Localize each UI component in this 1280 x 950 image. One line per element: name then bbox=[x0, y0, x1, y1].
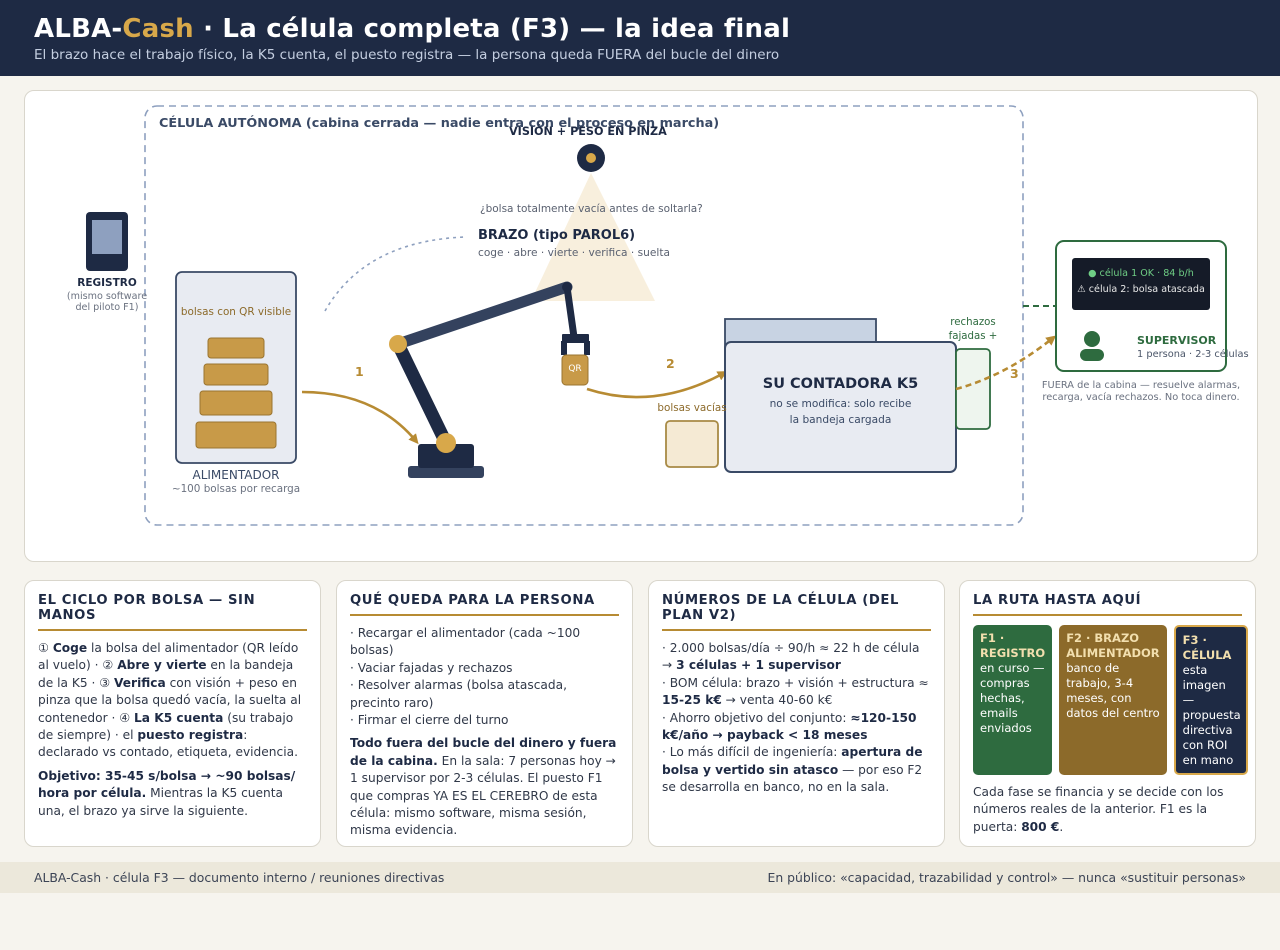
empty-bags-label: bolsas vacías bbox=[657, 402, 727, 414]
card-person-list: · Recargar el alimentador (cada ~100 bol… bbox=[350, 625, 619, 729]
cell-diagram-graphics bbox=[86, 105, 1227, 526]
footer-left: ALBA-Cash · célula F3 — documento intern… bbox=[34, 870, 445, 885]
registro-title: REGISTRO bbox=[77, 277, 137, 289]
card-person: QUÉ QUEDA PARA LA PERSONA · Recargar el … bbox=[336, 580, 633, 847]
feeder-bags-label: bolsas con QR visible bbox=[180, 306, 292, 318]
gripper-bag-label: QR bbox=[568, 364, 582, 374]
title-rest: · La célula completa (F3) — la idea fina… bbox=[193, 14, 791, 44]
card-route-note: Cada fase se financia y se decide con lo… bbox=[973, 785, 1224, 834]
card-cycle-steps: ① Coge la bolsa del alimentador (QR leíd… bbox=[38, 641, 302, 760]
arrow-step-1 bbox=[301, 390, 419, 445]
registro-note-2: del piloto F1) bbox=[75, 302, 139, 313]
screen-status-1: ● célula 1 OK · 84 b/h bbox=[1088, 268, 1194, 279]
step-3-label: 3 bbox=[1010, 366, 1019, 381]
registro-note-1: (mismo software bbox=[66, 291, 148, 302]
page-subtitle: El brazo hace el trabajo físico, la K5 c… bbox=[34, 47, 780, 63]
card-person-title: QUÉ QUEDA PARA LA PERSONA bbox=[350, 593, 619, 616]
rejects-label-2: fajadas + bbox=[948, 331, 998, 342]
list-item: · Resolver alarmas (bolsa atascada, prec… bbox=[350, 678, 567, 710]
card-cycle-objective: Objetivo: 35-45 s/bolsa → ~90 bolsas/ ho… bbox=[38, 768, 296, 818]
vision-question: ¿bolsa totalmente vacía antes de soltarl… bbox=[480, 203, 703, 215]
card-person-summary: Todo fuera del bucle del dinero y fuera … bbox=[350, 736, 617, 838]
person-icon bbox=[1080, 331, 1104, 361]
arm-steps: coge · abre · vierte · verifica · suelta bbox=[478, 247, 670, 259]
page-title: ALBA-Cash · La célula completa (F3) — la… bbox=[34, 14, 1246, 44]
tablet-icon bbox=[86, 212, 128, 271]
page-header: ALBA-Cash · La célula completa (F3) — la… bbox=[0, 0, 1280, 76]
card-route: LA RUTA HASTA AQUÍ F1 · REGISTRO en curs… bbox=[959, 580, 1256, 847]
screen-status-2: ⚠ célula 2: bolsa atascada bbox=[1077, 284, 1205, 295]
robot-arm-icon bbox=[389, 281, 590, 478]
supervisor-screen bbox=[1072, 258, 1210, 310]
list-item: · Firmar el cierre del turno bbox=[350, 713, 509, 728]
rejects-label-1: rechazos bbox=[950, 317, 996, 328]
empty-bags-bin bbox=[665, 420, 719, 468]
list-item: · Vaciar fajadas y rechazos bbox=[350, 660, 513, 675]
phase-f2: F2 · BRAZO ALIMENTADOR banco de trabajo,… bbox=[1059, 625, 1167, 775]
brand-cash: Cash bbox=[122, 14, 194, 44]
k5-note-1: no se modifica: solo recibe bbox=[769, 398, 912, 410]
brand-alba: ALBA- bbox=[34, 14, 123, 44]
vision-cone bbox=[531, 173, 655, 301]
registro-connector bbox=[324, 236, 466, 312]
supervisor-title: SUPERVISOR bbox=[1137, 334, 1217, 347]
supervisor-note: 1 persona · 2-3 células bbox=[1137, 349, 1249, 360]
footer-right: En público: «capacidad, trazabilidad y c… bbox=[767, 870, 1247, 885]
cell-boundary bbox=[144, 105, 1024, 526]
rejects-box bbox=[955, 348, 991, 430]
phase-timeline: F1 · REGISTRO en curso — compras hechas,… bbox=[973, 625, 1248, 775]
vision-label: VISIÓN + PESO EN PINZA bbox=[509, 125, 667, 138]
feeder-title: ALIMENTADOR bbox=[192, 468, 280, 482]
card-cycle: EL CICLO POR BOLSA — SIN MANOS ① Coge la… bbox=[24, 580, 321, 847]
phase-f3: F3 · CÉLULA esta imagen — propuesta dire… bbox=[1173, 625, 1248, 775]
arrow-step-3 bbox=[955, 335, 1057, 391]
cell-title: CÉLULA AUTÓNOMA (cabina cerrada — nadie … bbox=[159, 116, 720, 131]
step-2-label: 2 bbox=[666, 356, 675, 371]
outside-note-1: FUERA de la cabina — resuelve alarmas, bbox=[1041, 380, 1241, 391]
feeder-bag-stack bbox=[195, 337, 277, 449]
phase-f1: F1 · REGISTRO en curso — compras hechas,… bbox=[973, 625, 1053, 775]
feeder-note: ~100 bolsas por recarga bbox=[171, 483, 301, 495]
page-footer: ALBA-Cash · célula F3 — documento intern… bbox=[0, 862, 1280, 893]
card-numbers-title: NÚMEROS DE LA CÉLULA (DEL PLAN V2) bbox=[662, 593, 931, 631]
k5-note-2: la bandeja cargada bbox=[789, 414, 892, 426]
step-1-label: 1 bbox=[355, 364, 364, 379]
k5-title: SU CONTADORA K5 bbox=[762, 376, 919, 392]
arrow-step-2 bbox=[586, 371, 728, 399]
list-item: · Recargar el alimentador (cada ~100 bol… bbox=[350, 626, 581, 658]
outside-note-2: recarga, vacía rechazos. No toca dinero. bbox=[1042, 392, 1240, 403]
card-numbers-body: · 2.000 bolsas/día ÷ 90/h ≈ 22 h de célu… bbox=[662, 641, 929, 795]
arm-title: BRAZO (tipo PAROL6) bbox=[478, 228, 636, 243]
card-numbers: NÚMEROS DE LA CÉLULA (DEL PLAN V2) · 2.0… bbox=[648, 580, 945, 847]
card-route-title: LA RUTA HASTA AQUÍ bbox=[973, 593, 1242, 616]
card-cycle-title: EL CICLO POR BOLSA — SIN MANOS bbox=[38, 593, 307, 631]
cell-diagram: CÉLULA AUTÓNOMA (cabina cerrada — nadie … bbox=[24, 90, 1258, 562]
